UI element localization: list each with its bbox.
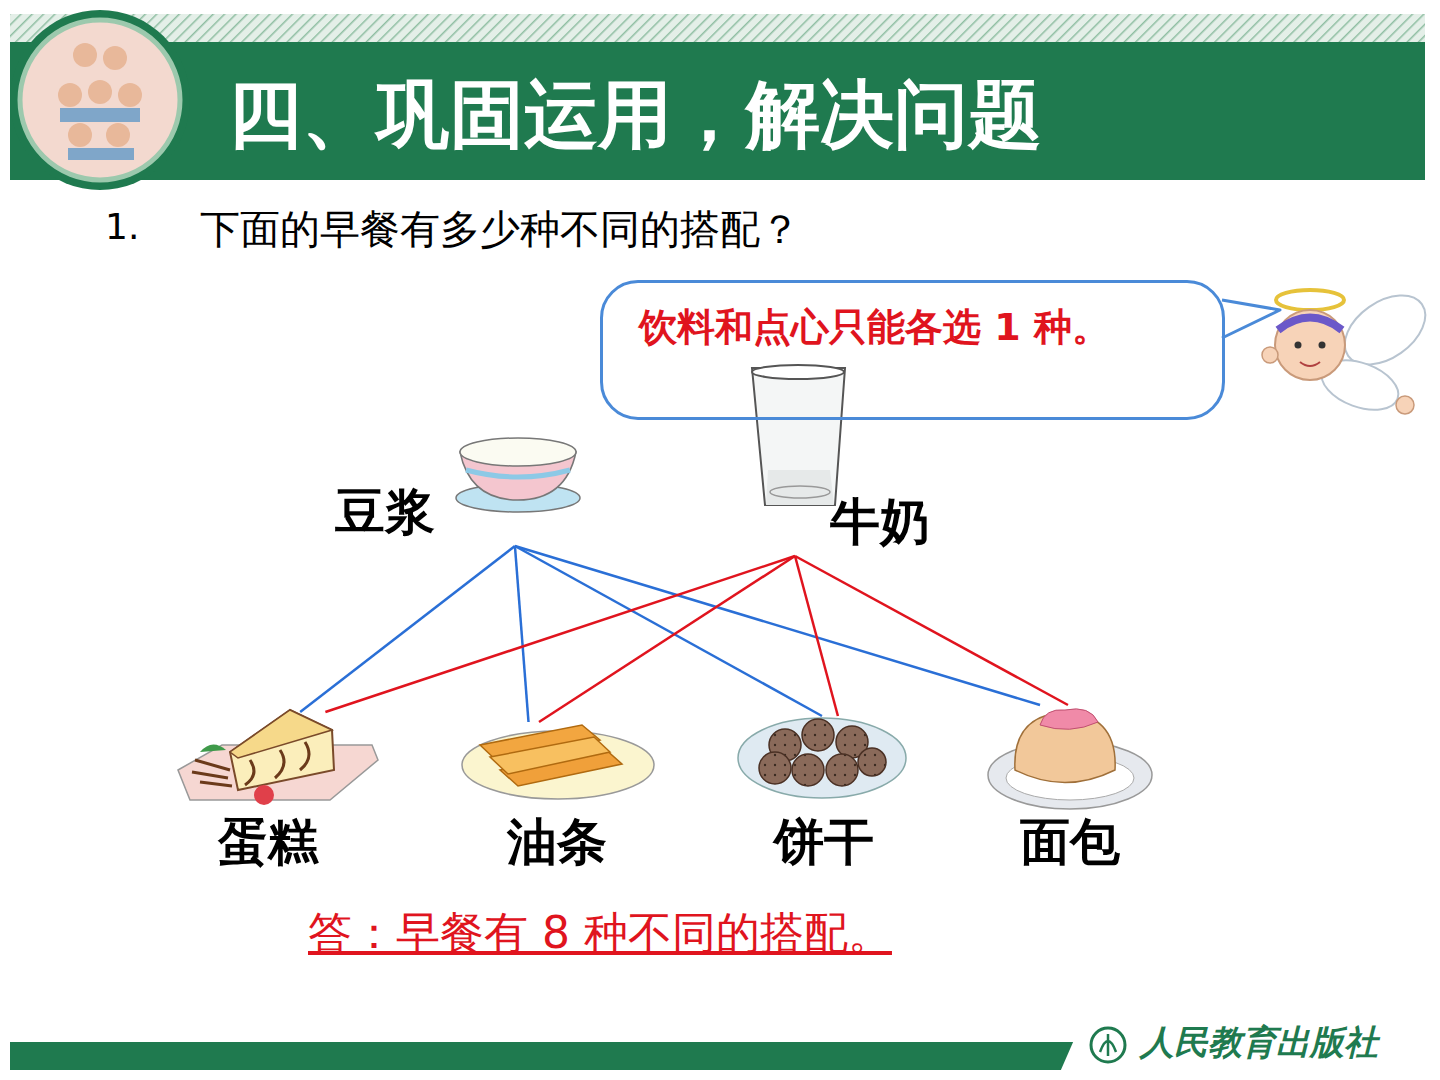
food-biscuit: 饼干: [722, 716, 932, 880]
publisher-emblem-mark: [1100, 1034, 1116, 1056]
publisher-name: 人民教育出版社: [1140, 1020, 1378, 1066]
answer-text: 答：早餐有 8 种不同的搭配。: [308, 904, 892, 963]
youtiao-plate: [462, 725, 654, 799]
pairing-line: [539, 556, 795, 722]
footer-panel: [1060, 1015, 1425, 1072]
header-strip: [10, 14, 1425, 42]
pairing-line: [515, 546, 1040, 705]
drink-soymilk: 豆浆: [335, 432, 595, 546]
drink-milk: 牛奶: [752, 362, 952, 556]
item-label: 蛋糕: [218, 812, 318, 872]
pairing-line: [795, 556, 838, 716]
pairing-line: [325, 556, 795, 712]
item-label: 面包: [1020, 812, 1120, 872]
slide-title: 四、巩固运用，解决问题: [228, 66, 1042, 166]
header-band: [10, 42, 1425, 180]
milk-glass: [752, 365, 845, 505]
item-label: 豆浆: [335, 482, 435, 542]
soymilk-bowl: [456, 438, 580, 512]
question-number: 1.: [105, 206, 139, 247]
speech-bubble: 饮料和点心只能各选 1 种。: [600, 280, 1225, 420]
food-bread: 面包: [968, 705, 1178, 880]
pairing-line: [515, 546, 822, 716]
logo-disc: [20, 20, 180, 180]
bubble-text: 饮料和点心只能各选 1 种。: [639, 297, 1179, 358]
bubble-pointer: [1222, 300, 1280, 338]
logo-ring: [10, 10, 190, 190]
publisher-emblem: [1091, 1028, 1125, 1062]
item-label: 油条: [507, 812, 607, 872]
item-label: 饼干: [774, 812, 874, 872]
pairing-line: [300, 546, 515, 712]
food-youtiao: 油条: [455, 722, 665, 880]
item-label: 牛奶: [830, 492, 930, 552]
bread-plate: [988, 709, 1152, 809]
pairing-line: [515, 546, 529, 722]
question-text: 下面的早餐有多少种不同的搭配？: [200, 202, 800, 257]
food-cake: 蛋糕: [170, 712, 380, 880]
cookie-plate: [738, 718, 906, 798]
pairing-line: [795, 556, 1068, 705]
logo-figures: [58, 43, 142, 160]
cake-plate: [178, 710, 378, 805]
angel: [1262, 281, 1438, 419]
